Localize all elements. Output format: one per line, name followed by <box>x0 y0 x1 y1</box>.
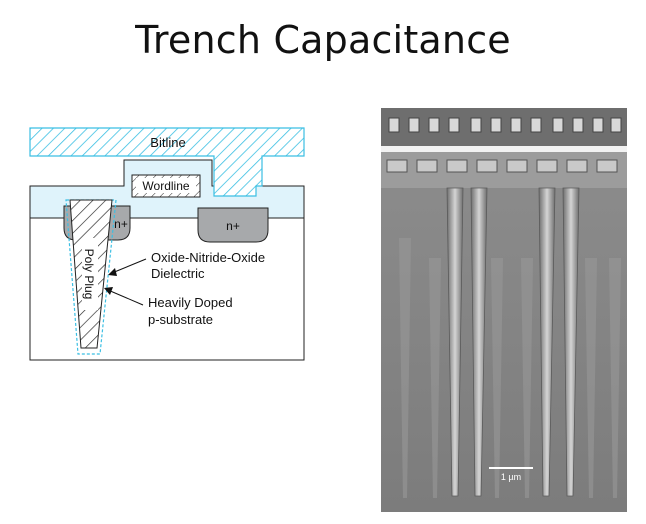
wordline-label: Wordline <box>142 179 189 193</box>
substrate-arrow <box>104 287 144 306</box>
bitline-label: Bitline <box>150 135 185 150</box>
substrate-label-line2: p-substrate <box>148 312 213 327</box>
sem-background-trenches <box>399 238 621 498</box>
n-plus-right-region <box>197 207 269 243</box>
sem-top-contacts <box>388 117 622 133</box>
substrate-label-line1: Heavily Doped <box>148 295 233 310</box>
n-plus-left-label: n+ <box>114 217 128 231</box>
dielectric-label-line1: Oxide-Nitride-Oxide <box>151 250 265 265</box>
dielectric-arrow <box>108 258 147 276</box>
n-plus-right-label: n+ <box>226 219 240 233</box>
sem-trenches <box>446 187 580 497</box>
wordline-label-bg <box>136 178 196 193</box>
sem-bright-line <box>381 146 627 152</box>
dielectric-label-line2: Dielectric <box>151 266 205 281</box>
bitline-shape <box>29 127 305 197</box>
sem-micrograph: 1 µm <box>381 108 627 512</box>
sem-top-band <box>381 108 627 146</box>
poly-plug-label: Poly Plug <box>82 249 96 300</box>
slide-title: Trench Capacitance <box>135 18 511 62</box>
sem-gates <box>386 159 618 173</box>
poly-plug-label-bg <box>82 238 98 310</box>
sem-scale-bar-label: 1 µm <box>501 472 521 482</box>
